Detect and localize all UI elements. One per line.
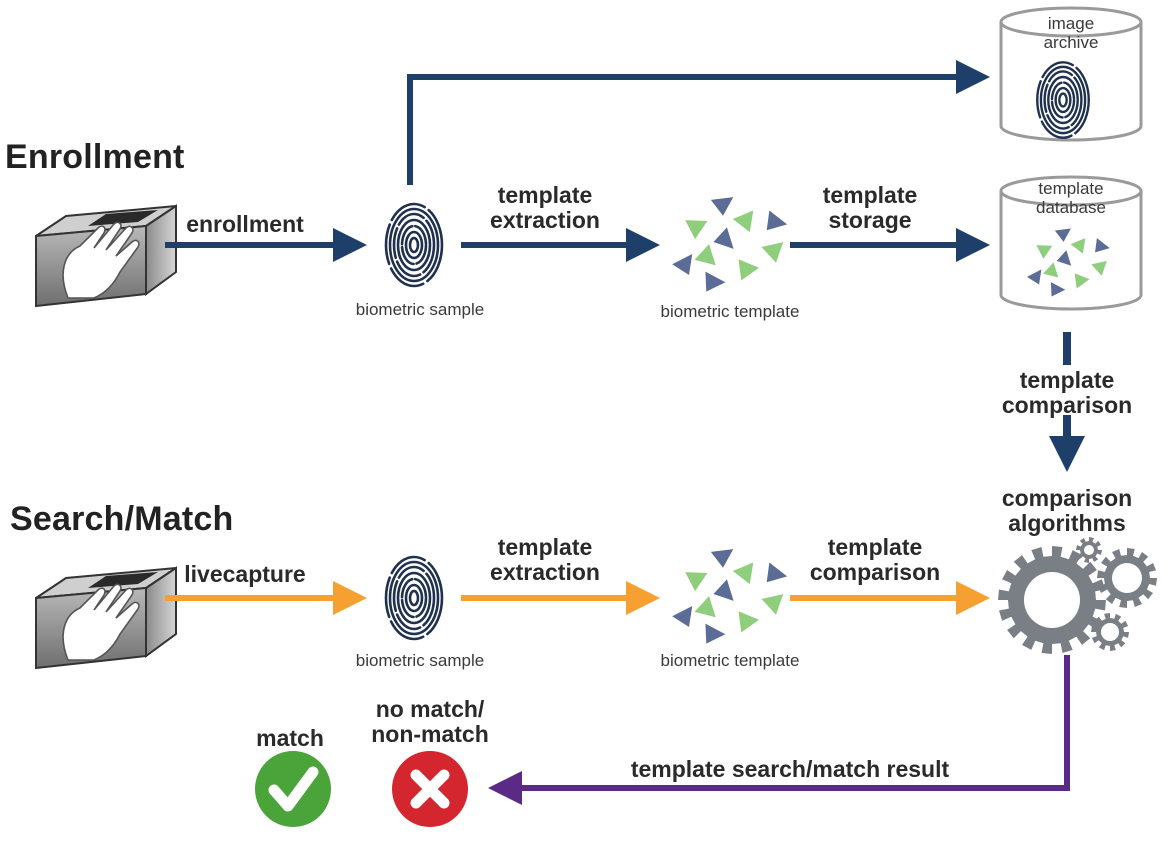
- template-comparison-down-arrow: [1049, 332, 1085, 472]
- enrollment-arrow: [165, 228, 367, 262]
- section-enrollment: Enrollment: [5, 138, 185, 176]
- gear-large: [998, 546, 1106, 654]
- search-comparison-arrow: [790, 581, 990, 615]
- livecapture-arrow: [165, 581, 367, 615]
- search-extraction-arrow: [461, 581, 660, 615]
- check-icon: [255, 751, 331, 827]
- section-search-match: Search/Match: [10, 500, 234, 538]
- fingerprint-icon: [384, 555, 444, 641]
- template-database-label: template database: [1036, 179, 1106, 217]
- match-label: match: [256, 725, 324, 751]
- scanner-icon: [35, 205, 177, 307]
- archive-arrow: [407, 60, 990, 185]
- search-biometric-sample-caption: biometric sample: [355, 651, 485, 670]
- comparison-algorithms-label: comparison algorithms: [1001, 485, 1133, 536]
- scanner-icon: [35, 567, 177, 669]
- template-extraction-label: template extraction: [490, 182, 600, 233]
- enrollment-label: enrollment: [186, 211, 304, 237]
- template-storage-label: template storage: [822, 182, 918, 233]
- search-template-extraction-label: template extraction: [490, 534, 600, 585]
- no-match-label: no match/ non-match: [371, 696, 489, 747]
- gear-small-bottom: [1091, 613, 1129, 651]
- x-icon: [392, 751, 468, 827]
- template-extraction-arrow: [461, 228, 660, 262]
- search-template-comparison-label: template comparison: [809, 534, 941, 585]
- gear-icon: [998, 537, 1157, 654]
- template-icon: [672, 544, 789, 647]
- search-biometric-template-caption: biometric template: [660, 651, 800, 670]
- template-icon: [672, 192, 789, 295]
- result-label: template search/match result: [630, 756, 950, 782]
- template-storage-arrow: [790, 228, 990, 262]
- gear-small-top: [1076, 537, 1102, 563]
- image-archive-label: image archive: [1043, 14, 1099, 52]
- template-comparison-label: template comparison: [1001, 367, 1133, 418]
- gear-medium: [1097, 548, 1157, 608]
- biometric-template-caption: biometric template: [660, 302, 800, 321]
- fingerprint-icon: [384, 202, 444, 288]
- livecapture-label: livecapture: [184, 561, 306, 587]
- biometric-sample-caption: biometric sample: [355, 300, 485, 319]
- result-arrow: [488, 655, 1070, 805]
